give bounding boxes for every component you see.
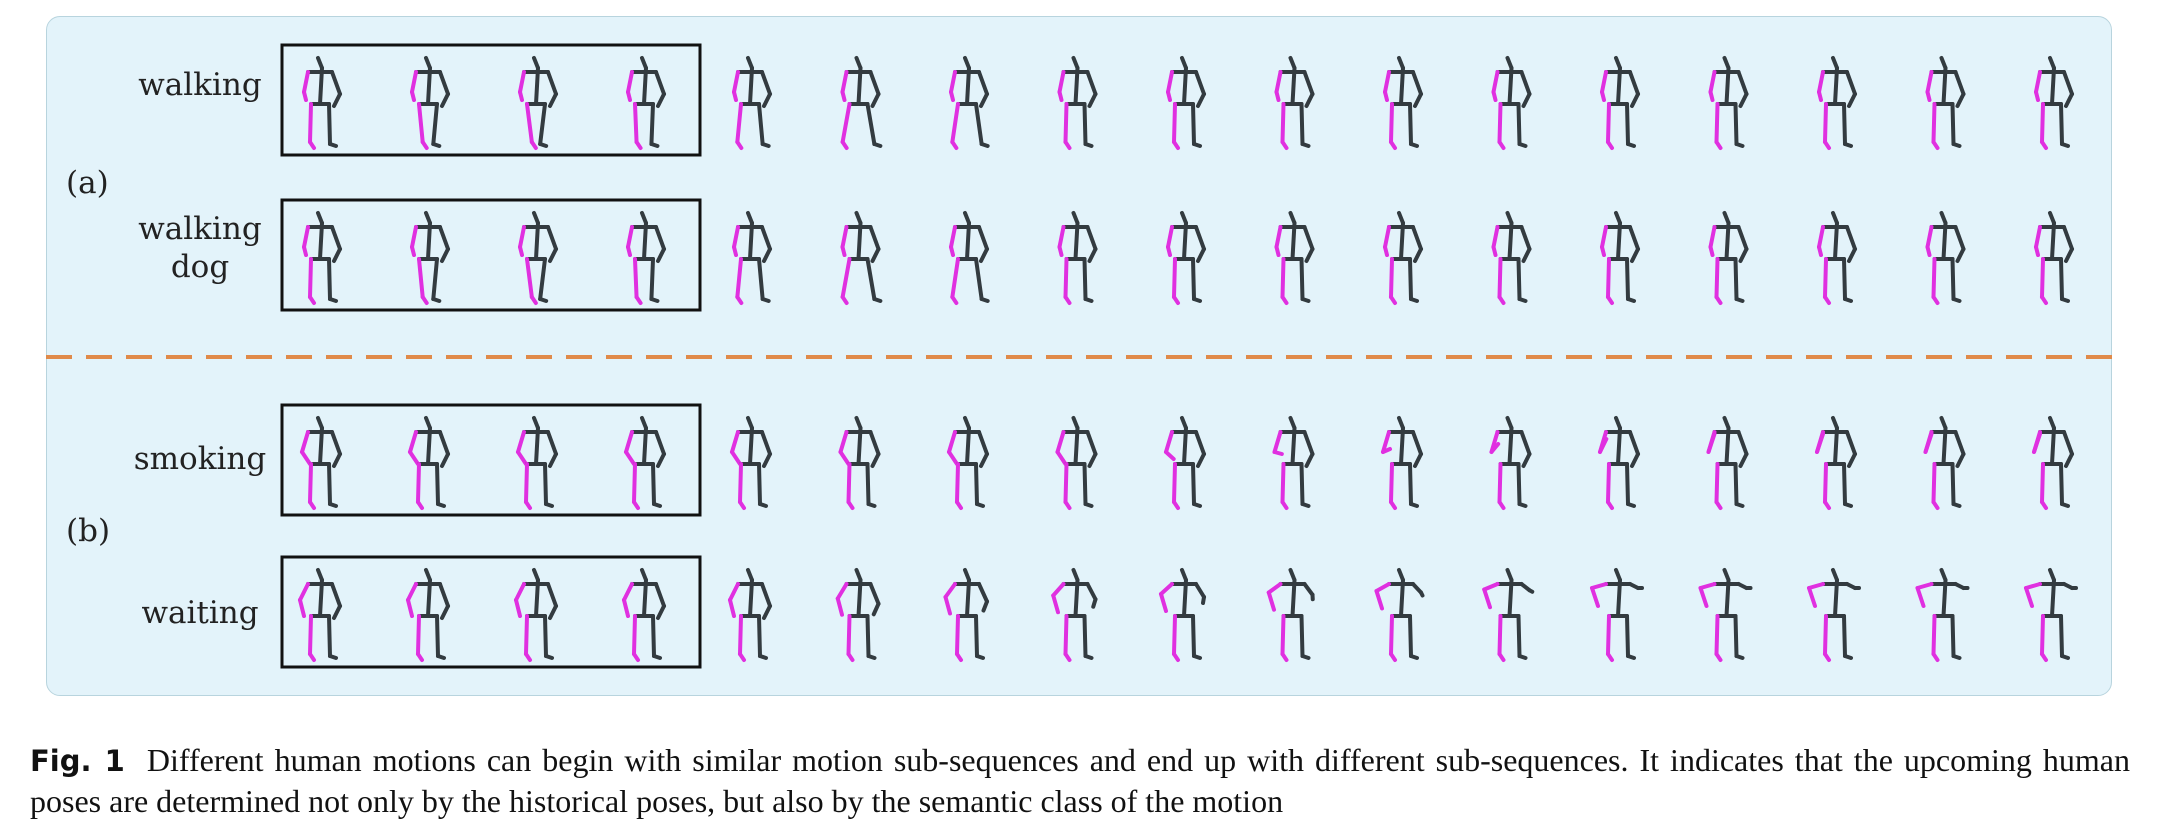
future-pose [1383, 56, 1423, 150]
future-pose [1807, 568, 1861, 662]
history-pose [622, 568, 666, 662]
history-pose [406, 568, 450, 662]
future-pose [1164, 416, 1206, 510]
future-pose [947, 416, 989, 510]
future-pose [943, 568, 989, 662]
history-pose [626, 56, 666, 150]
future-pose [1925, 211, 1966, 305]
history-pose [410, 211, 450, 305]
future-pose [1166, 56, 1206, 150]
future-pose [1708, 56, 1749, 150]
future-pose [1266, 568, 1315, 662]
history-pose [302, 56, 342, 150]
history-pose [516, 416, 558, 510]
history-pose [302, 211, 342, 305]
future-pose [1915, 568, 1970, 662]
figure-caption: Fig. 1 Different human motions can begin… [30, 740, 2130, 821]
future-pose [835, 568, 881, 662]
future-pose [2034, 56, 2074, 150]
future-pose [1817, 211, 1857, 305]
future-pose [1491, 211, 1532, 305]
row-label-walking-dog: walking dog [138, 211, 262, 285]
future-pose [1055, 416, 1098, 510]
future-pose [1383, 211, 1423, 305]
future-pose [838, 416, 881, 510]
future-pose [840, 211, 883, 305]
future-pose [1708, 211, 1749, 305]
future-pose [1489, 416, 1532, 510]
history-pose [410, 56, 450, 150]
history-pose [518, 56, 558, 150]
history-pose [408, 416, 450, 510]
future-pose [1590, 568, 1644, 662]
history-pose [300, 416, 342, 510]
history-pose [518, 211, 558, 305]
history-pose [514, 568, 558, 662]
history-box-waiting [280, 555, 702, 669]
future-pose [1051, 568, 1098, 662]
future-pose [1923, 416, 1966, 510]
future-pose [1159, 568, 1206, 662]
future-pose [1274, 56, 1315, 150]
history-box-smoking [280, 403, 702, 517]
future-pose [1815, 416, 1857, 510]
future-pose [732, 211, 772, 305]
future-pose [728, 568, 772, 662]
future-pose [1374, 568, 1425, 662]
future-pose [1166, 211, 1206, 305]
future-pose [1817, 56, 1857, 150]
future-pose [732, 56, 772, 150]
future-pose [949, 56, 990, 150]
future-pose [1381, 416, 1423, 510]
future-pose [2024, 568, 2078, 662]
future-pose [1491, 56, 1532, 150]
future-pose [840, 56, 883, 150]
future-pose [1057, 211, 1098, 305]
future-pose [730, 416, 772, 510]
future-pose [949, 211, 990, 305]
future-pose [2032, 416, 2074, 510]
history-pose [298, 568, 342, 662]
group-label-a: (a) [66, 165, 109, 201]
future-pose [2034, 211, 2074, 305]
history-box-walking [280, 43, 702, 157]
caption-text: Different human motions can begin with s… [30, 742, 2131, 819]
pose-frames [280, 43, 2078, 669]
future-pose [1600, 211, 1640, 305]
future-pose [1698, 568, 1753, 662]
row-label-walking: walking [138, 67, 262, 103]
future-pose [1706, 416, 1749, 510]
future-pose [1600, 56, 1640, 150]
group-label-b: (b) [66, 513, 111, 549]
row-label-waiting: waiting [141, 595, 259, 631]
future-pose [1272, 416, 1315, 510]
history-pose [626, 211, 666, 305]
future-pose [1598, 416, 1640, 510]
future-pose [1057, 56, 1098, 150]
figure-canvas [46, 43, 2112, 669]
row-label-smoking: smoking [133, 441, 267, 477]
caption-label: Fig. 1 [30, 744, 125, 778]
history-box-walking-dog [280, 198, 702, 312]
future-pose [1925, 56, 1966, 150]
future-pose [1274, 211, 1315, 305]
future-pose [1482, 568, 1535, 662]
history-pose [624, 416, 666, 510]
